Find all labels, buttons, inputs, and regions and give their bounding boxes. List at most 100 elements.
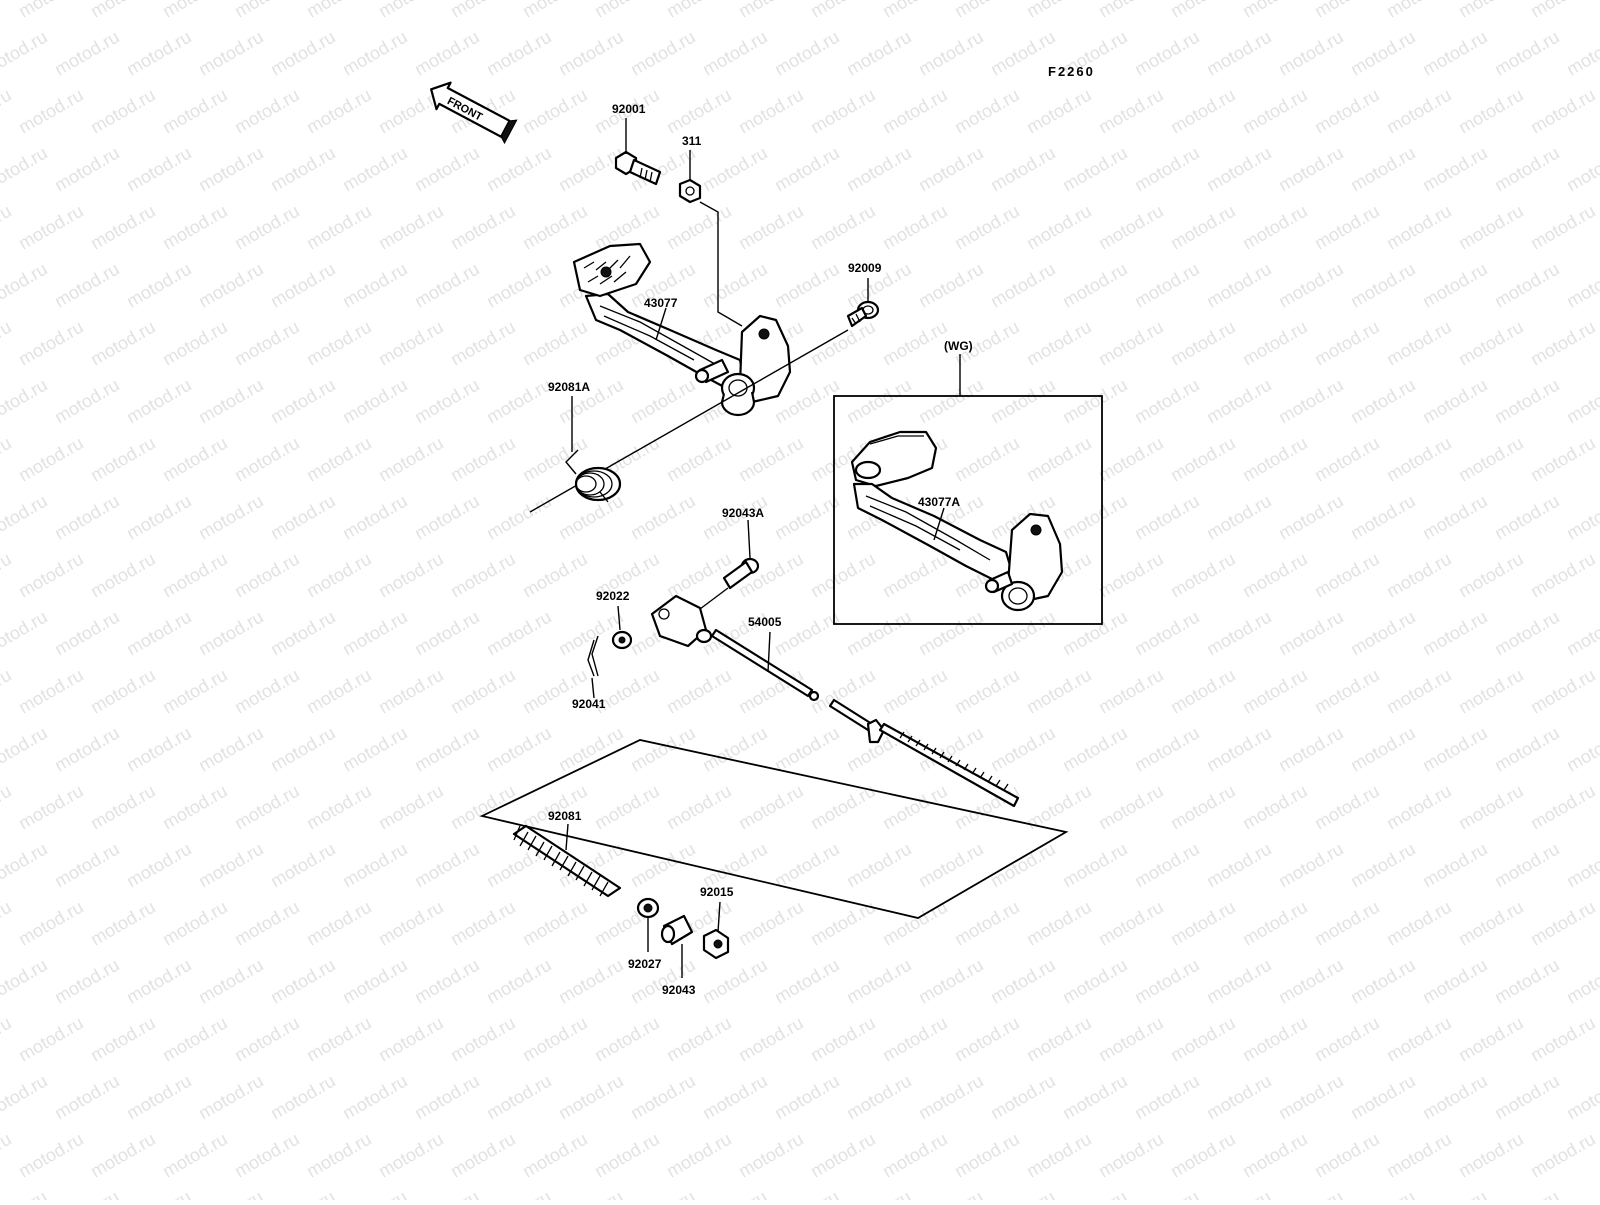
watermark-text: motod.ru bbox=[1491, 491, 1563, 544]
watermark-text: motod.ru bbox=[411, 259, 483, 312]
watermark-text: motod.ru bbox=[375, 1129, 447, 1182]
watermark-text: motod.ru bbox=[951, 1013, 1023, 1066]
watermark-text: motod.ru bbox=[915, 1187, 987, 1200]
watermark-text: motod.ru bbox=[879, 665, 951, 718]
watermark-text: motod.ru bbox=[15, 201, 87, 254]
watermark-text: motod.ru bbox=[1275, 143, 1347, 196]
watermark-text: motod.ru bbox=[1563, 723, 1600, 776]
watermark-text: motod.ru bbox=[123, 1187, 195, 1200]
nut-92015 bbox=[702, 901, 730, 960]
watermark-text: motod.ru bbox=[1239, 201, 1311, 254]
watermark-text: motod.ru bbox=[1203, 143, 1275, 196]
watermark-text: motod.ru bbox=[1059, 491, 1131, 544]
watermark-text: motod.ru bbox=[1419, 375, 1491, 428]
watermark-text: motod.ru bbox=[1491, 1071, 1563, 1124]
watermark-text: motod.ru bbox=[771, 1187, 843, 1200]
watermark-text: motod.ru bbox=[1275, 955, 1347, 1008]
watermark-text: motod.ru bbox=[1203, 1071, 1275, 1124]
watermark-text: motod.ru bbox=[663, 665, 735, 718]
watermark-text: motod.ru bbox=[1167, 1013, 1239, 1066]
watermark-text: motod.ru bbox=[1275, 491, 1347, 544]
watermark-text: motod.ru bbox=[1059, 259, 1131, 312]
watermark-text: motod.ru bbox=[555, 723, 627, 776]
watermark-text: motod.ru bbox=[267, 955, 339, 1008]
watermark-text: motod.ru bbox=[735, 433, 807, 486]
watermark-text: motod.ru bbox=[915, 259, 987, 312]
watermark-text: motod.ru bbox=[1275, 1071, 1347, 1124]
watermark-text: motod.ru bbox=[951, 897, 1023, 950]
watermark-text: motod.ru bbox=[699, 955, 771, 1008]
watermark-text: motod.ru bbox=[1203, 839, 1275, 892]
watermark-text: motod.ru bbox=[0, 897, 15, 950]
watermark-text: motod.ru bbox=[627, 1071, 699, 1124]
watermark-text: motod.ru bbox=[627, 375, 699, 428]
watermark-text: motod.ru bbox=[411, 375, 483, 428]
watermark-text: motod.ru bbox=[231, 665, 303, 718]
watermark-text: motod.ru bbox=[51, 375, 123, 428]
watermark-text: motod.ru bbox=[231, 1013, 303, 1066]
watermark-text: motod.ru bbox=[15, 549, 87, 602]
watermark-text: motod.ru bbox=[951, 433, 1023, 486]
watermark-text: motod.ru bbox=[771, 259, 843, 312]
watermark-text: motod.ru bbox=[267, 27, 339, 80]
watermark-text: motod.ru bbox=[1383, 433, 1455, 486]
watermark-text: motod.ru bbox=[1059, 955, 1131, 1008]
watermark-text: motod.ru bbox=[447, 1129, 519, 1182]
watermark-text: motod.ru bbox=[267, 839, 339, 892]
watermark-text: motod.ru bbox=[951, 1129, 1023, 1182]
watermark-text: motod.ru bbox=[123, 491, 195, 544]
watermark-text: motod.ru bbox=[195, 607, 267, 660]
watermark-text: motod.ru bbox=[0, 27, 51, 80]
watermark-text: motod.ru bbox=[1203, 491, 1275, 544]
watermark-text: motod.ru bbox=[483, 259, 555, 312]
watermark-text: motod.ru bbox=[195, 27, 267, 80]
watermark-text: motod.ru bbox=[231, 0, 303, 21]
watermark-text: motod.ru bbox=[699, 723, 771, 776]
watermark-text: motod.ru bbox=[807, 317, 879, 370]
watermark-text: motod.ru bbox=[591, 781, 663, 834]
watermark-text: motod.ru bbox=[843, 143, 915, 196]
watermark-text: motod.ru bbox=[987, 143, 1059, 196]
watermark-text: motod.ru bbox=[1491, 143, 1563, 196]
nut-311 bbox=[678, 150, 743, 327]
watermark-text: motod.ru bbox=[1275, 1187, 1347, 1200]
watermark-text: motod.ru bbox=[15, 85, 87, 138]
watermark-text: motod.ru bbox=[0, 317, 15, 370]
watermark-text: motod.ru bbox=[0, 607, 51, 660]
watermark-text: motod.ru bbox=[195, 143, 267, 196]
watermark-text: motod.ru bbox=[1455, 781, 1527, 834]
watermark-text: motod.ru bbox=[1059, 143, 1131, 196]
watermark-text: motod.ru bbox=[1239, 433, 1311, 486]
watermark-text: motod.ru bbox=[195, 259, 267, 312]
watermark-text: motod.ru bbox=[1131, 375, 1203, 428]
watermark-text: motod.ru bbox=[123, 143, 195, 196]
watermark-text: motod.ru bbox=[123, 839, 195, 892]
watermark-text: motod.ru bbox=[1491, 1187, 1563, 1200]
watermark-text: motod.ru bbox=[1023, 201, 1095, 254]
watermark-text: motod.ru bbox=[1203, 375, 1275, 428]
watermark-text: motod.ru bbox=[0, 1013, 15, 1066]
watermark-text: motod.ru bbox=[1023, 0, 1095, 21]
watermark-text: motod.ru bbox=[1167, 781, 1239, 834]
bolt-92001 bbox=[614, 118, 662, 186]
watermark-text: motod.ru bbox=[771, 723, 843, 776]
watermark-text: motod.ru bbox=[411, 723, 483, 776]
watermark-text: motod.ru bbox=[87, 433, 159, 486]
watermark-text: motod.ru bbox=[483, 375, 555, 428]
watermark-text: motod.ru bbox=[1419, 259, 1491, 312]
watermark-text: motod.ru bbox=[1527, 549, 1599, 602]
watermark-text: motod.ru bbox=[339, 143, 411, 196]
watermark-text: motod.ru bbox=[1059, 607, 1131, 660]
clevis-pin-92043A bbox=[695, 519, 760, 613]
watermark-text: motod.ru bbox=[339, 1187, 411, 1200]
watermark-text: motod.ru bbox=[87, 1013, 159, 1066]
watermark-text: motod.ru bbox=[555, 27, 627, 80]
watermark-text: motod.ru bbox=[375, 0, 447, 21]
watermark-text: motod.ru bbox=[1311, 1129, 1383, 1182]
watermark-text: motod.ru bbox=[15, 665, 87, 718]
watermark-text: motod.ru bbox=[879, 0, 951, 21]
watermark-text: motod.ru bbox=[1059, 839, 1131, 892]
watermark-text: motod.ru bbox=[447, 0, 519, 21]
